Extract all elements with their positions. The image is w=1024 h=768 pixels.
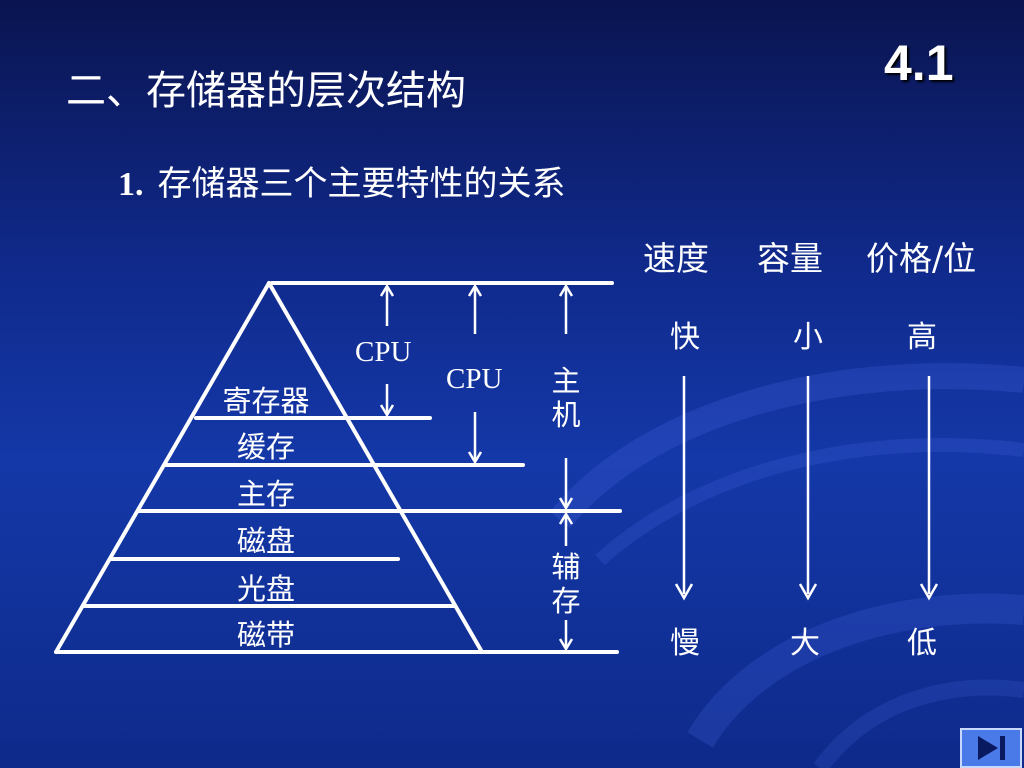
level-cache: 缓存: [236, 430, 295, 464]
subtitle: 1. 存储器三个主要特性的关系: [118, 156, 566, 205]
level-tape: 磁带: [236, 618, 295, 652]
pyramid-right-edge: [267, 281, 484, 654]
subtitle-text: 存储器三个主要特性的关系: [157, 164, 566, 204]
cost-bottom-value: 低: [907, 626, 937, 661]
speed-top-value: 快: [670, 320, 700, 355]
speed-bottom-value: 慢: [670, 626, 700, 661]
level-optical-disk: 光盘: [236, 572, 295, 606]
play-end-icon: [978, 736, 1005, 760]
slide-title: 二、存储器的层次结构: [66, 68, 466, 114]
header-cost-per-bit: 价格/位: [866, 239, 977, 278]
slide-number: 4.1: [884, 35, 954, 91]
header-speed: 速度: [643, 239, 709, 278]
subtitle-number: 1.: [118, 166, 144, 203]
cost-top-value: 高: [907, 320, 937, 355]
cpu-outer-label: CPU: [446, 363, 503, 395]
aux-storage-label: 辅存: [551, 550, 581, 618]
level-register: 寄存器: [222, 384, 310, 418]
main-memory-label: 主机: [551, 364, 581, 432]
header-capacity: 容量: [757, 239, 823, 278]
cpu-inner-label: CPU: [355, 336, 412, 368]
capacity-top-value: 小: [793, 320, 823, 355]
level-disk: 磁盘: [236, 524, 295, 558]
level-main-memory: 主存: [236, 477, 295, 511]
pyramid-left-edge: [54, 281, 271, 654]
capacity-bottom-value: 大: [790, 626, 820, 661]
next-slide-button[interactable]: [960, 728, 1022, 768]
